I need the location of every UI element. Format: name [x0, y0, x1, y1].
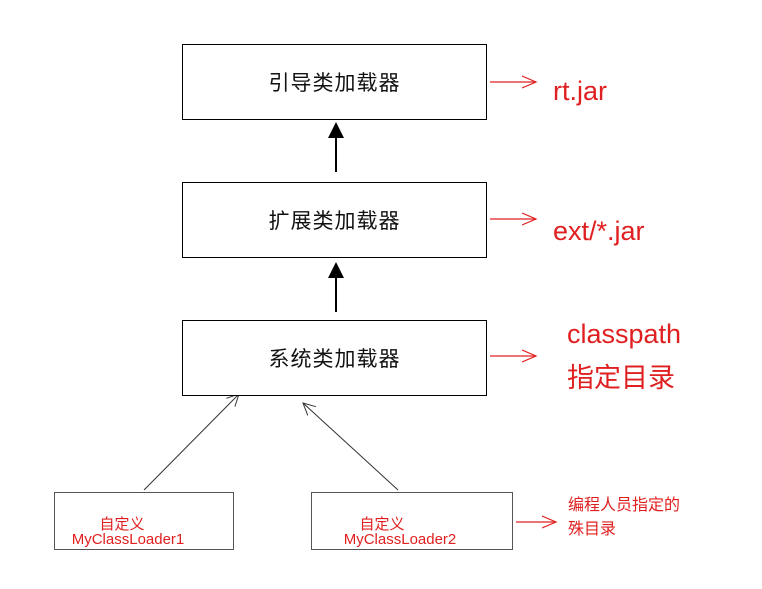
- system-path-line2: 指定目录: [567, 363, 675, 393]
- system-loader-label: 系统类加载器: [268, 347, 401, 371]
- bootstrap-loader-box: 引导类加载器: [182, 44, 487, 120]
- system-loader-box: 系统类加载器: [182, 320, 487, 396]
- system-path-line1: classpath: [567, 319, 682, 349]
- custom-path-line1: 编程人员指定的: [568, 497, 681, 514]
- extension-path: ext/*.jar: [553, 216, 645, 246]
- arrow-custom2-to-system: [303, 403, 399, 491]
- extension-loader-box: 扩展类加载器: [182, 182, 487, 258]
- arrow-custom1-to-system: [143, 394, 239, 491]
- custom-loader-2-line2: MyClassLoader2: [343, 531, 457, 548]
- extension-loader-label: 扩展类加载器: [268, 209, 401, 233]
- bootstrap-loader-label: 引导类加载器: [268, 71, 401, 95]
- custom-loader-1-box: 自定义 MyClassLoader1: [54, 492, 234, 550]
- custom-loader-2-line1: 自定义: [359, 516, 405, 533]
- bootstrap-path: rt.jar: [553, 76, 607, 106]
- custom-loader-1-line1: 自定义: [99, 516, 145, 533]
- custom-path-line2: 殊目录: [568, 521, 617, 538]
- custom-loader-1-line2: MyClassLoader1: [71, 531, 185, 548]
- custom-loader-2-box: 自定义 MyClassLoader2: [311, 492, 513, 550]
